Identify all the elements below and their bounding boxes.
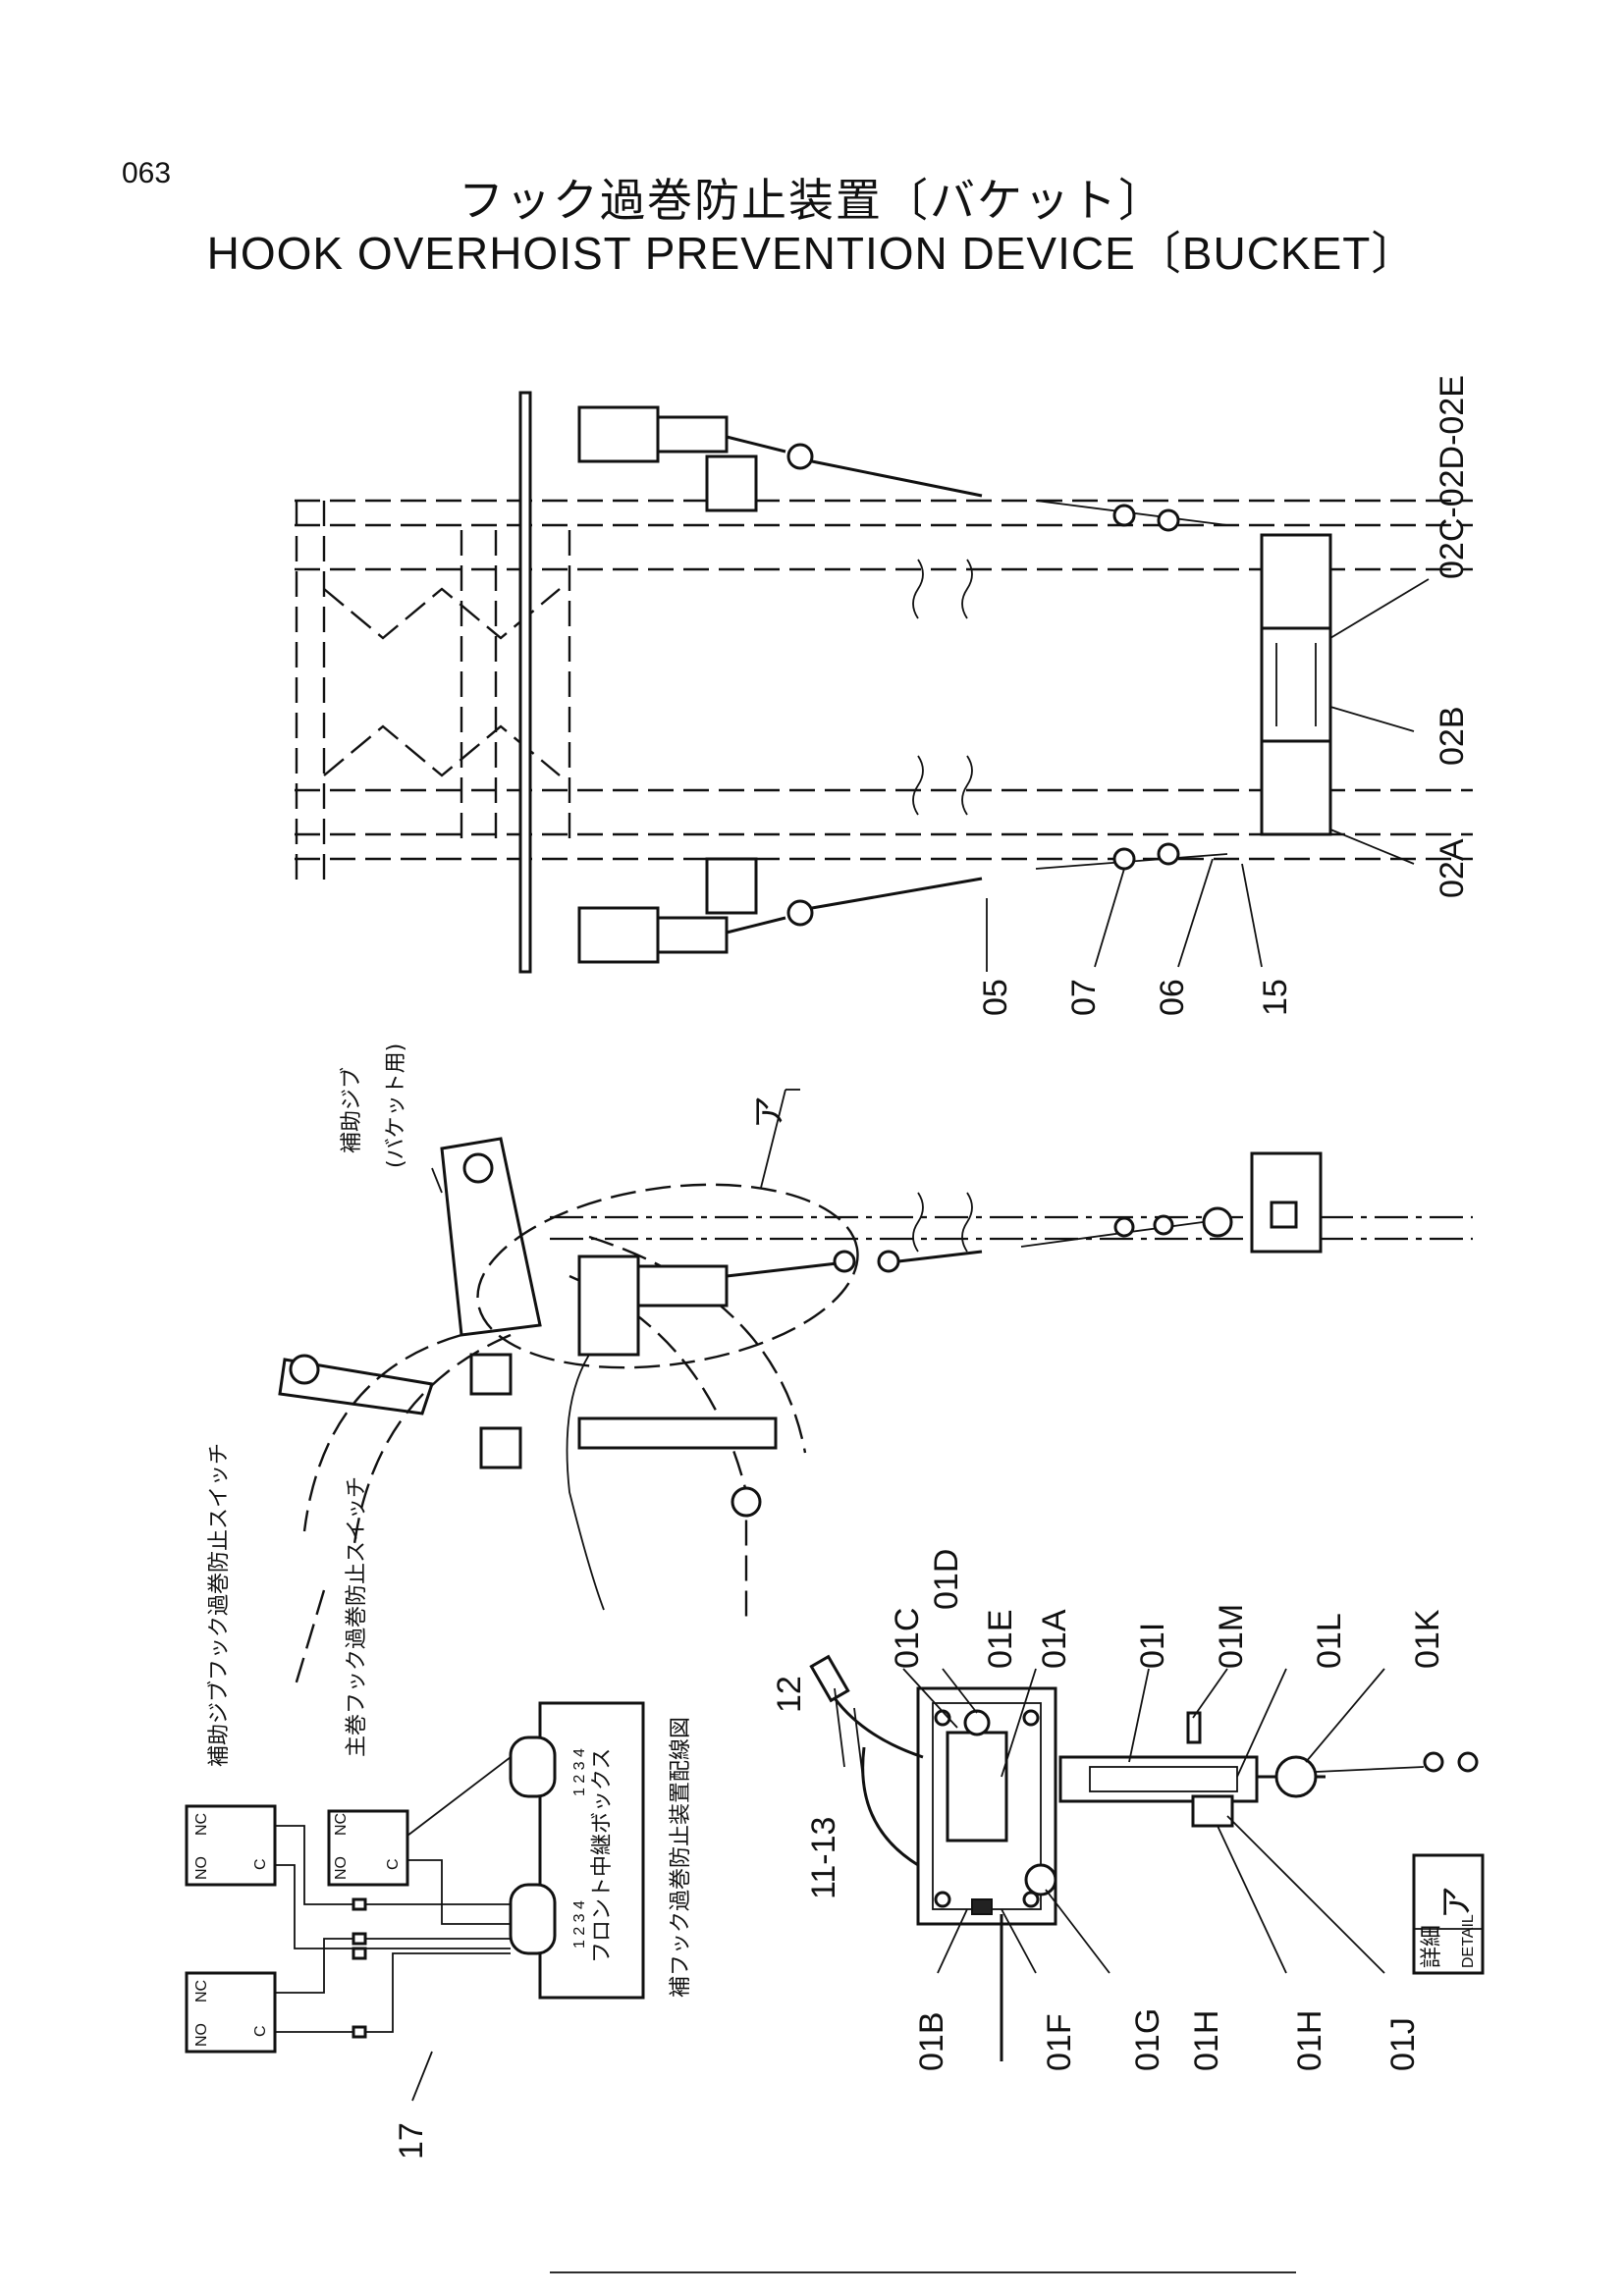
detail-marker-box: ア [1438,1886,1476,1919]
callout-06: 06 [1154,979,1191,1016]
callout-01h-b: 01H [1291,2010,1328,2071]
callout-05: 05 [977,979,1014,1016]
switch-2-no: NO [333,1856,350,1880]
callout-07: 07 [1065,979,1103,1016]
switch-3-nc: NC [193,1980,210,2002]
detail-view-drawing [809,1654,1479,2061]
switch-1-c: C [252,1858,269,1870]
switch-1-no: NO [193,1856,210,1880]
detail-label-box: 詳細 DETAIL ア [1412,1853,1485,1975]
detail-label-english: DETAIL [1460,1914,1477,1968]
callout-12: 12 [771,1676,808,1713]
callout-15: 15 [1257,979,1294,1016]
detail-marker-side: ア [751,1095,788,1129]
callout-02a: 02A [1434,838,1471,898]
wiring-diagram [185,1701,645,2102]
top-view-drawing [295,391,1473,974]
callout-17: 17 [393,2122,430,2160]
callout-01a: 01A [1036,1609,1073,1669]
page-title-english: HOOK OVERHOIST PREVENTION DEVICE〔BUCKET〕 [206,228,1418,279]
callout-01j: 01J [1384,2017,1422,2071]
callout-01d: 01D [928,1549,965,1610]
side-view-drawing [278,1089,1473,1689]
page-title-japanese: フック過巻防止装置〔バケット〕 [459,174,1165,227]
callout-01b: 01B [913,2012,950,2072]
switch-2-c: C [385,1858,402,1870]
callout-01c: 01C [889,1608,926,1669]
aux-jib-label: 補助ジブ [340,1067,364,1153]
callout-02c-02d-02e: 02C-02D-02E [1434,375,1471,579]
relay-box-pins-top: 1 2 3 4 [571,1748,588,1796]
switch-3-no: NO [193,2023,210,2047]
callout-01e: 01E [982,1610,1019,1670]
switch-2-nc: NC [333,1813,350,1836]
relay-box-pins-bottom: 1 2 3 4 [571,1900,588,1949]
main-switch-label: 主巻フック過巻防止スイッチ [345,1476,369,1757]
callout-01f: 01F [1041,2013,1078,2071]
callout-02b: 02B [1434,707,1471,767]
callout-01h-a: 01H [1188,2010,1225,2071]
relay-box-label: フロント中継ボックス [590,1748,615,1963]
aux-switch-label: 補助ジブフック過巻防止スイッチ [207,1443,232,1767]
callout-01m: 01M [1213,1604,1250,1669]
switch-3-c: C [252,2025,269,2037]
aux-jib-sublabel: (バケット用) [384,1043,408,1168]
callout-01l: 01L [1311,1613,1348,1669]
callout-01g: 01G [1129,2008,1166,2071]
wiring-caption: 補フック過巻防止装置配線図 [669,1717,693,1998]
callout-11-13: 11-13 [805,1817,842,1899]
detail-label-japanese: 詳細 [1420,1925,1444,1968]
callout-01i: 01I [1134,1623,1171,1669]
page-number: 063 [122,157,172,189]
switch-1-nc: NC [193,1813,210,1836]
callout-01k: 01K [1409,1609,1446,1669]
